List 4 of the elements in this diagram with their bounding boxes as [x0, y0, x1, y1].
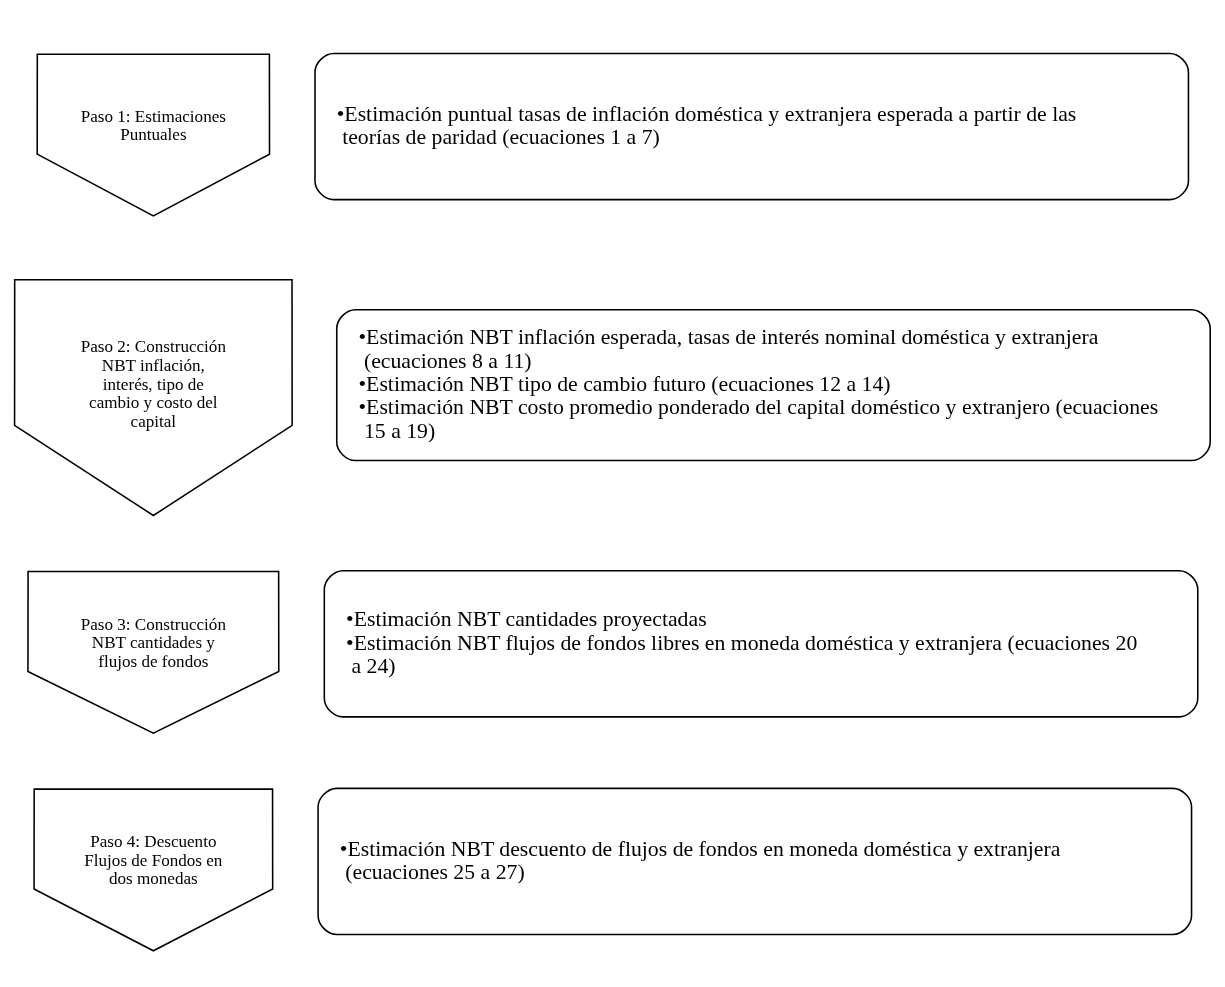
node-box: •Estimación NBT inflación esperada, tasas de interés nominal doméstica y extranjera (ecuaciones 8 a 11) •Estimación NBT tipo de cambio futuro (ecuaciones 12 a 14) •Estimación NBT costo promedio ponderado del capital doméstico y extranjero (ecuaciones 15 a 19) — [335, 308, 1211, 461]
node-box: •Estimación NBT descuento de flujos de fondos en moneda doméstica y extranjera (ecuaciones 25 a 27) — [317, 787, 1193, 935]
node-box: •Estimación NBT cantidades proyectadas •Estimación NBT flujos de fondos libres en moneda doméstica y extranjera (ecuaciones 20 a 24) — [323, 569, 1199, 718]
node-box: •Estimación puntual tasas de inflación doméstica y extranjera esperada a partir de las teorías de paridad (ecuaciones 1 a 7) — [314, 52, 1190, 200]
